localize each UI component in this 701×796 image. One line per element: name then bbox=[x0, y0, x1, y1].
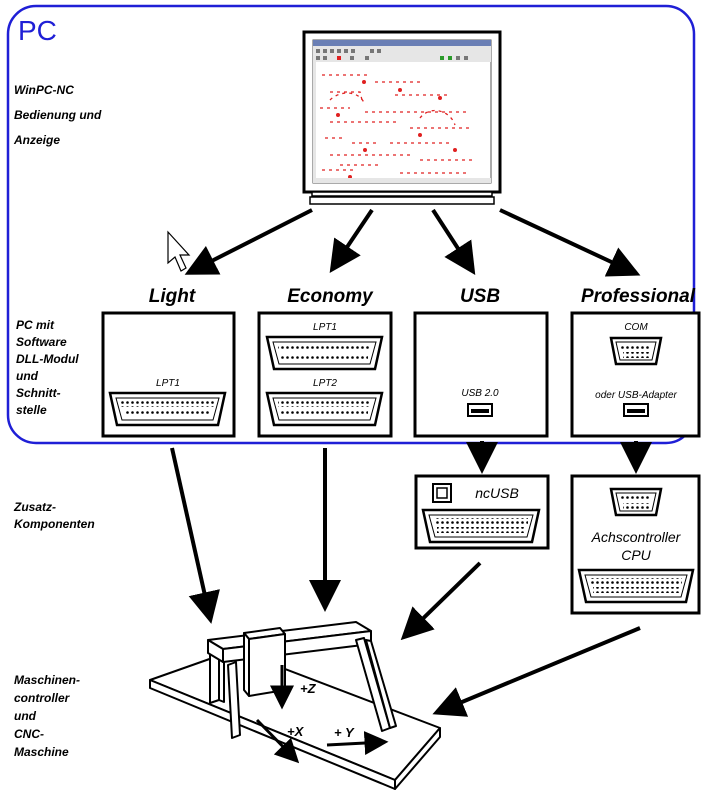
port-label-light-lpt1: LPT1 bbox=[156, 378, 180, 389]
variant-title-professional: Professional bbox=[581, 286, 696, 307]
pc-region-label: PC bbox=[18, 15, 57, 46]
variant-box-light: LPT1 bbox=[101, 311, 236, 438]
label-maschine: Maschinen- controller und CNC- Maschine bbox=[14, 673, 80, 759]
dsub25-connector-icon bbox=[265, 391, 384, 427]
port-label-professional-usb-adapter: oder USB-Adapter bbox=[595, 390, 677, 401]
port-label-professional-com: COM bbox=[624, 322, 648, 333]
dsub9-connector-icon bbox=[609, 336, 663, 366]
component-box-ncusb: ncUSB bbox=[414, 474, 550, 550]
arrows-to-components bbox=[466, 441, 652, 474]
axis-label-z: +Z bbox=[300, 681, 317, 696]
label-pc-mit-line-3: DLL-Modul bbox=[16, 352, 79, 366]
mouse-cursor-icon bbox=[167, 230, 191, 272]
variant-title-usb: USB bbox=[460, 286, 500, 307]
label-winpc-line-2: Bedienung und bbox=[14, 108, 102, 122]
component-label-ncusb: ncUSB bbox=[475, 485, 519, 501]
monitor-screen-traces bbox=[320, 74, 475, 174]
port-label-economy-lpt2: LPT2 bbox=[313, 378, 337, 389]
arrows-to-machine bbox=[170, 447, 641, 717]
component-box-achscontroller: Achscontroller CPU bbox=[570, 474, 701, 615]
dsub25-connector-icon bbox=[421, 508, 541, 544]
variant-box-professional: COM oder USB-Adapter bbox=[570, 311, 701, 438]
axis-label-y: + Y bbox=[334, 725, 355, 740]
arrows-monitor-to-variants bbox=[184, 208, 641, 277]
label-zusatz-line-1: Zusatz- bbox=[13, 500, 56, 514]
label-pc-mit-line-4: und bbox=[16, 369, 39, 383]
dsub25-connector-icon bbox=[577, 568, 695, 604]
usb-port-icon bbox=[623, 403, 649, 417]
variant-box-economy: LPT1 LPT2 bbox=[257, 311, 393, 438]
label-pc-mit-line-1: PC mit bbox=[16, 318, 55, 332]
label-pc-mit-line-6: stelle bbox=[16, 403, 47, 417]
label-winpc-line-1: WinPC-NC bbox=[14, 83, 74, 97]
variant-box-usb: USB 2.0 bbox=[413, 311, 549, 438]
cnc-axis-arrows bbox=[255, 665, 389, 764]
label-maschine-line-5: Maschine bbox=[14, 745, 69, 759]
label-winpc-line-3: Anzeige bbox=[13, 133, 60, 147]
cnc-machine-icon bbox=[149, 621, 441, 790]
label-pc-mit-line-2: Software bbox=[16, 335, 67, 349]
usb-port-icon bbox=[467, 403, 493, 417]
label-maschine-line-4: CNC- bbox=[14, 727, 44, 741]
label-maschine-line-1: Maschinen- bbox=[14, 673, 80, 687]
component-label-cpu: CPU bbox=[621, 547, 651, 563]
dsub25-connector-icon bbox=[108, 391, 227, 427]
dsub25-connector-icon bbox=[265, 335, 384, 371]
usb-b-port-icon bbox=[432, 483, 452, 503]
dsub9-connector-icon bbox=[609, 487, 663, 517]
variant-title-light: Light bbox=[149, 286, 196, 307]
port-label-usb-2: USB 2.0 bbox=[461, 388, 499, 399]
component-label-achscontroller: Achscontroller bbox=[591, 529, 682, 545]
label-maschine-line-2: controller bbox=[14, 691, 71, 705]
pc-region-border bbox=[6, 4, 696, 445]
variant-title-economy: Economy bbox=[287, 286, 374, 307]
monitor-icon bbox=[302, 30, 502, 205]
label-maschine-line-3: und bbox=[14, 709, 37, 723]
label-winpc: WinPC-NC Bedienung und Anzeige bbox=[13, 83, 102, 147]
label-pc-mit: PC mit Software DLL-Modul und Schnitt- s… bbox=[16, 318, 79, 417]
label-pc-mit-line-5: Schnitt- bbox=[16, 386, 61, 400]
port-label-economy-lpt1: LPT1 bbox=[313, 322, 337, 333]
axis-label-x: +X bbox=[287, 724, 305, 739]
label-zusatz-line-2: Komponenten bbox=[14, 517, 95, 531]
label-zusatz: Zusatz- Komponenten bbox=[13, 500, 95, 531]
